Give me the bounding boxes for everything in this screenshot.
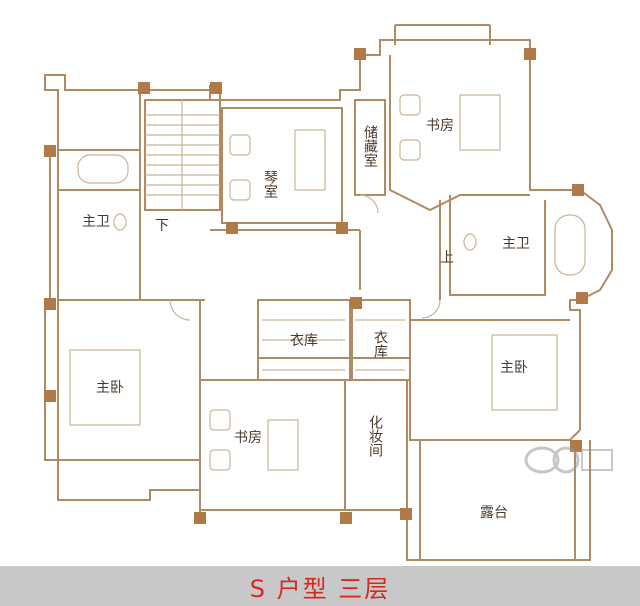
label-lu-tai: 露台: [480, 505, 508, 521]
label-shu-fang-top: 书房: [426, 118, 454, 134]
floor-plan-title: S 户型 三层: [249, 574, 391, 603]
label-shang: 上: [440, 250, 454, 266]
room-labels: 琴室 储藏室 书房 主卫 主卫 下 上 衣库 衣库 主卧 主卧 书房 化妆间 露…: [82, 118, 530, 521]
label-qin-shi: 琴室: [262, 170, 278, 198]
label-yi-ku-right: 衣库: [372, 330, 388, 359]
footer-bar: S 户型 三层: [0, 566, 640, 606]
floor-plan: 琴室 储藏室 书房 主卫 主卫 下 上 衣库 衣库 主卧 主卧 书房 化妆间 露…: [44, 24, 613, 561]
fixtures: [69, 94, 586, 471]
columns: [44, 48, 588, 524]
walls: [44, 24, 613, 561]
label-zhu-wei-left: 主卫: [82, 214, 110, 230]
label-zhu-wo-left: 主卧: [96, 380, 124, 396]
label-xia: 下: [155, 218, 169, 234]
stair-treads: [145, 100, 220, 210]
watermark-logo: [524, 446, 613, 474]
label-zhu-wo-right: 主卧: [500, 360, 528, 376]
label-zhu-wei-right: 主卫: [502, 236, 530, 252]
label-hua-zhuang-jian: 化妆间: [367, 415, 383, 458]
label-shu-fang-bottom: 书房: [234, 430, 262, 446]
label-chu-cang-shi: 储藏室: [362, 125, 378, 167]
label-yi-ku-left: 衣库: [290, 333, 318, 349]
